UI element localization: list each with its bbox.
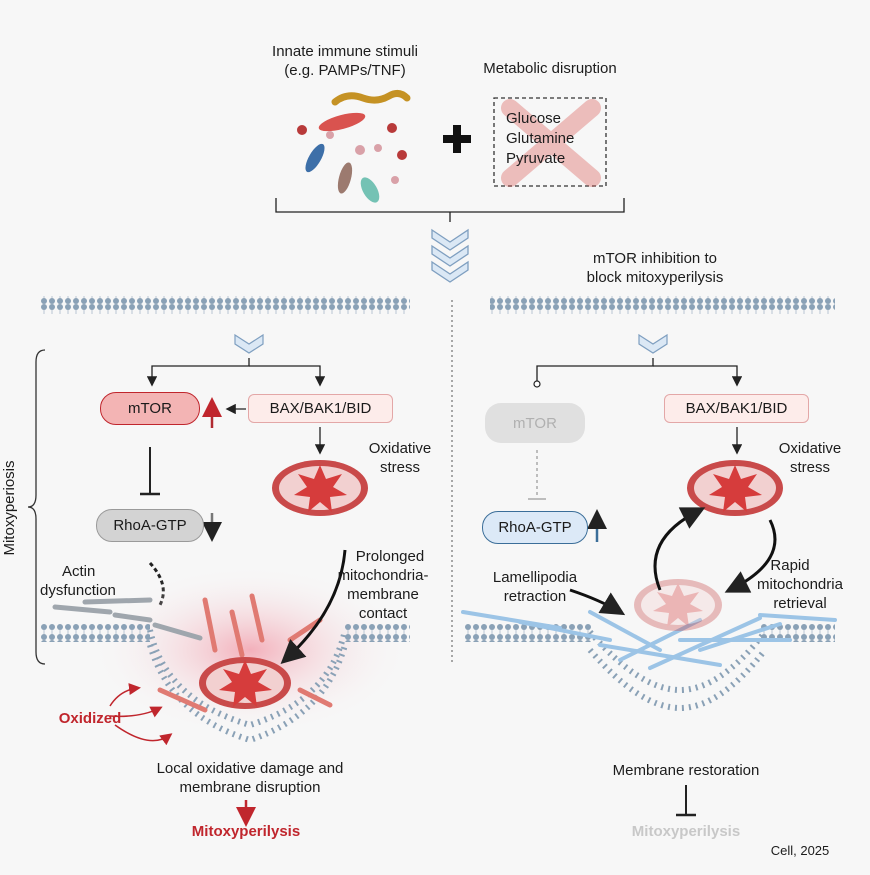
rapid-label-2: mitochondria [757, 576, 843, 593]
cross-out-icon [501, 99, 601, 187]
right-chevron-icon [638, 333, 668, 354]
mtor-inhibition-title: mTOR inhibition to [593, 250, 717, 267]
citation-label: Cell, 2025 [770, 843, 830, 858]
oxidative-stress-left: Oxidative [368, 440, 432, 457]
stimuli-label: Innate immune stimuli [272, 43, 418, 60]
bax-bak1-bid-node: BAX/BAK1/BID [248, 394, 393, 423]
metabolite-pyruvate: Pyruvate [506, 150, 566, 167]
lamellipodia-label-2: retraction [503, 588, 567, 605]
lamellipodia-label: Lamellipodia [492, 569, 578, 586]
oxidized-label: Oxidized [58, 710, 122, 727]
damage-label: Local oxidative damage and [156, 760, 344, 777]
metabolite-glutamine: Glutamine [506, 130, 575, 147]
rhoa-gtp-node: RhoA-GTP [96, 509, 204, 542]
left-chevron-icon [234, 333, 264, 354]
flow-chevron-icon [431, 228, 469, 283]
damaged-mitochondrion-icon [199, 657, 291, 709]
prolonged-label-4: contact [358, 605, 408, 622]
actin-label: Actin [62, 563, 96, 580]
bax-bak1-bid-node-right: BAX/BAK1/BID [664, 394, 809, 423]
oxidative-stress-right-2: stress [789, 459, 830, 476]
plus-icon [443, 125, 471, 153]
mitoxyperilysis-left: Mitoxyperilysis [191, 823, 301, 840]
retrieved-mitochondrion-icon [634, 579, 722, 631]
stimuli-example: (e.g. PAMPs/TNF) [284, 62, 406, 79]
convergence-bracket [275, 198, 625, 213]
rhoa-gtp-node-right: RhoA-GTP [482, 511, 588, 544]
metabolite-glucose: Glucose [506, 110, 562, 127]
mitoxyperiosis-brace [27, 349, 46, 665]
metabolic-label: Metabolic disruption [483, 60, 617, 77]
oxidative-stress-left-2: stress [379, 459, 420, 476]
prolonged-label: Prolonged [355, 548, 425, 565]
rapid-label-3: retrieval [773, 595, 827, 612]
mtor-inhibition-title-2: block mitoxyperilysis [586, 269, 724, 286]
oxidative-stress-right: Oxidative [778, 440, 842, 457]
prolonged-label-3: membrane [347, 586, 419, 603]
mitoxyperiosis-label: Mitoxyperiosis [1, 460, 18, 556]
damage-label-2: membrane disruption [179, 779, 321, 796]
mitoxyperilysis-right: Mitoxyperilysis [631, 823, 741, 840]
metabolite-box [493, 97, 607, 187]
pathogen-cluster-icon [297, 89, 411, 203]
prolonged-label-2: mitochondria- [337, 567, 429, 584]
rapid-label: Rapid [770, 557, 810, 574]
mtor-node: mTOR [100, 392, 200, 425]
actin-filaments [52, 597, 203, 641]
lamellipodia-filaments [461, 610, 837, 670]
mitochondrion-icon [272, 460, 368, 516]
upper-membrane-right [490, 296, 835, 314]
upper-membrane-left [40, 296, 410, 314]
actin-label-2: dysfunction [40, 582, 116, 599]
membrane-restoration-label: Membrane restoration [612, 762, 760, 779]
mitochondrion-right-icon [687, 460, 783, 516]
mtor-node-inhibited: mTOR [485, 403, 585, 443]
